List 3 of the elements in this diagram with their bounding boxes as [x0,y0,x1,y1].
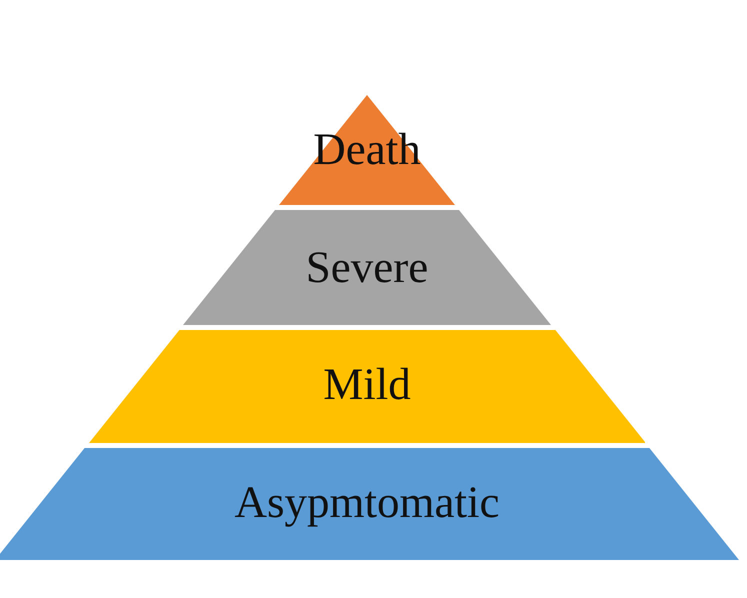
tier-label: Severe [306,245,428,290]
tier-label: Mild [323,362,411,407]
tier-label: Asypmtomatic [234,480,500,525]
